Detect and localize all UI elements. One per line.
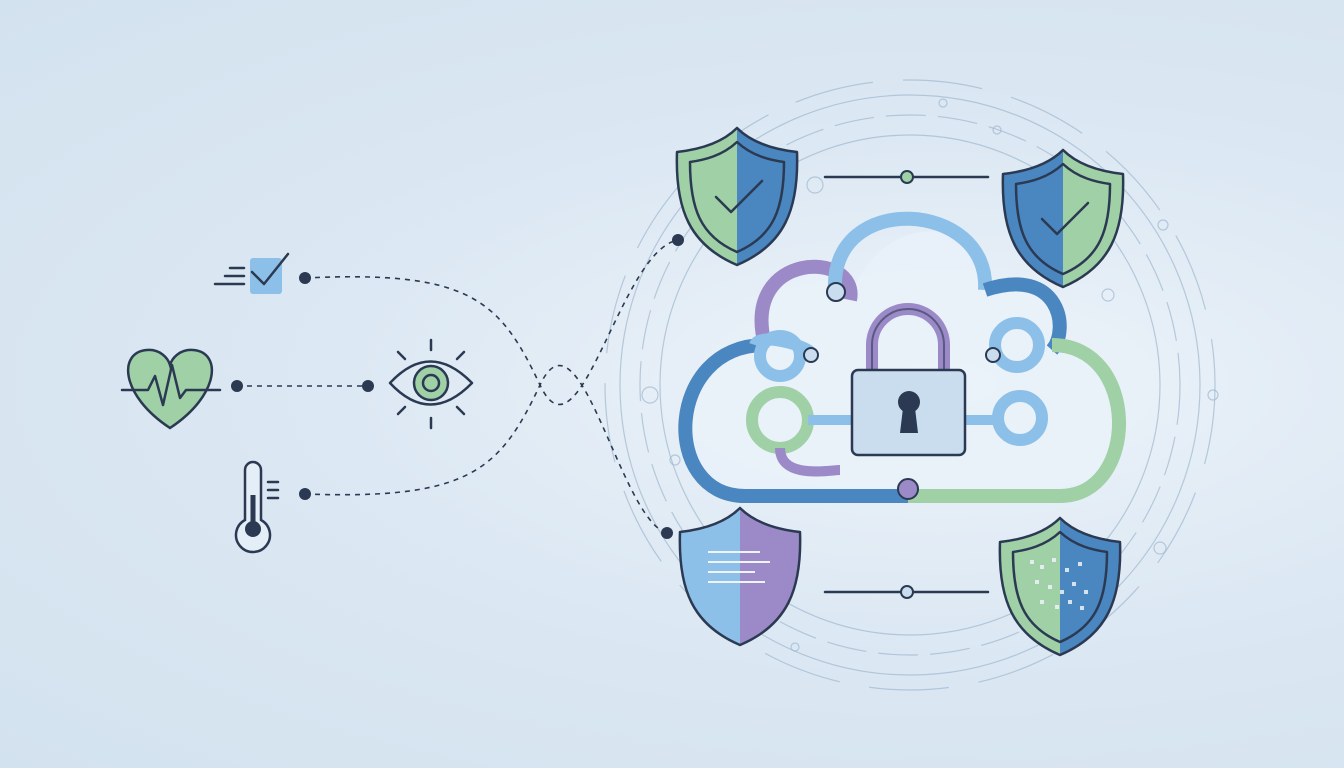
circuit-rings (604, 79, 1219, 691)
shield-document-icon (678, 506, 802, 647)
cloud-lock-icon (678, 211, 1126, 503)
checkbox-check-icon (213, 252, 290, 294)
heart-pulse-icon (120, 348, 222, 430)
connectors (231, 170, 990, 599)
shield-data-icon (998, 516, 1122, 657)
shield-check-icon (1001, 148, 1125, 289)
eye-icon (388, 338, 474, 430)
shield-check-icon (675, 126, 799, 267)
thermometer-icon (234, 460, 280, 554)
